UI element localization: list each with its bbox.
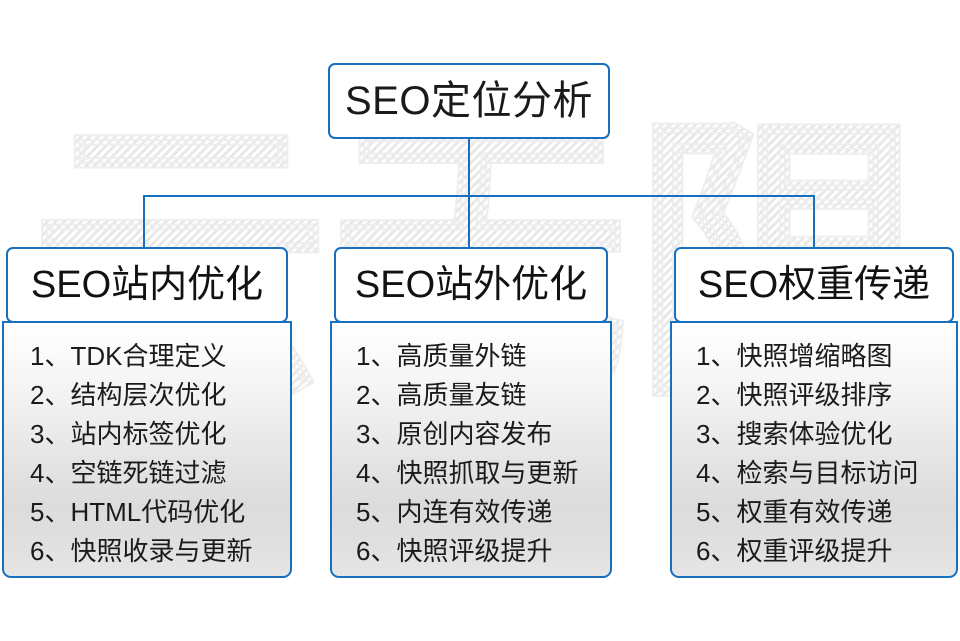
list-item: 1、快照增缩略图 xyxy=(696,341,893,371)
branch-header-1[interactable]: SEO站内优化 xyxy=(6,247,288,323)
branch-body-1: 1、TDK合理定义 2、结构层次优化 3、站内标签优化 4、空链死链过滤 5、H… xyxy=(2,321,292,578)
branch-body-2: 1、高质量外链 2、高质量友链 3、原创内容发布 4、快照抓取与更新 5、内连有… xyxy=(330,321,612,578)
list-item: 1、TDK合理定义 xyxy=(30,341,227,371)
branch-header-label-3: SEO权重传递 xyxy=(697,264,931,306)
item-list-2: 1、高质量外链 2、高质量友链 3、原创内容发布 4、快照抓取与更新 5、内连有… xyxy=(332,337,610,571)
list-item: 3、原创内容发布 xyxy=(356,419,553,449)
list-item: 5、内连有效传递 xyxy=(356,497,553,527)
list-item: 6、权重评级提升 xyxy=(696,536,893,566)
root-node[interactable]: SEO定位分析 xyxy=(328,63,610,139)
branch-column-2: SEO站外优化 1、高质量外链 2、高质量友链 3、原创内容发布 4、快照抓取与… xyxy=(330,247,612,578)
branch-column-1: SEO站内优化 1、TDK合理定义 2、结构层次优化 3、站内标签优化 4、空链… xyxy=(2,247,292,578)
list-item: 4、检索与目标访问 xyxy=(696,458,919,488)
branch-header-3[interactable]: SEO权重传递 xyxy=(674,247,954,323)
list-item: 3、搜索体验优化 xyxy=(696,419,893,449)
item-list-1: 1、TDK合理定义 2、结构层次优化 3、站内标签优化 4、空链死链过滤 5、H… xyxy=(4,337,290,571)
branch-header-2[interactable]: SEO站外优化 xyxy=(334,247,608,323)
list-item: 5、HTML代码优化 xyxy=(30,497,246,527)
list-item: 3、站内标签优化 xyxy=(30,419,227,449)
branch-column-3: SEO权重传递 1、快照增缩略图 2、快照评级排序 3、搜索体验优化 4、检索与… xyxy=(670,247,958,578)
list-item: 6、快照评级提升 xyxy=(356,536,553,566)
list-item: 2、结构层次优化 xyxy=(30,380,227,410)
list-item: 2、快照评级排序 xyxy=(696,380,893,410)
branch-body-3: 1、快照增缩略图 2、快照评级排序 3、搜索体验优化 4、检索与目标访问 5、权… xyxy=(670,321,958,578)
list-item: 4、空链死链过滤 xyxy=(30,458,227,488)
list-item: 1、高质量外链 xyxy=(356,341,527,371)
item-list-3: 1、快照增缩略图 2、快照评级排序 3、搜索体验优化 4、检索与目标访问 5、权… xyxy=(672,337,956,571)
root-node-label: SEO定位分析 xyxy=(345,79,593,123)
branch-header-label-2: SEO站外优化 xyxy=(354,264,588,306)
list-item: 6、快照收录与更新 xyxy=(30,536,253,566)
list-item: 2、高质量友链 xyxy=(356,380,527,410)
list-item: 4、快照抓取与更新 xyxy=(356,458,579,488)
list-item: 5、权重有效传递 xyxy=(696,497,893,527)
branch-header-label-1: SEO站内优化 xyxy=(30,264,264,306)
